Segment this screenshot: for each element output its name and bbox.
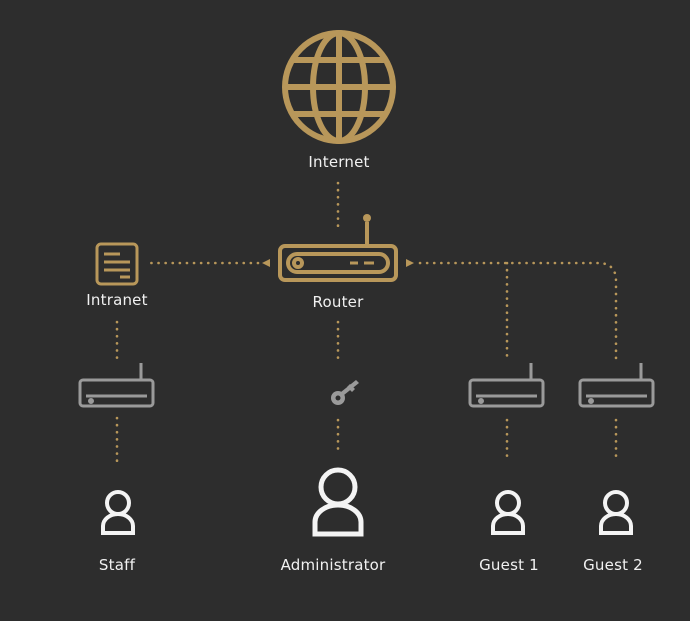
server-icon	[95, 242, 139, 286]
router-guests-link	[418, 261, 618, 362]
user-icon	[599, 490, 633, 535]
administrator-label: Administrator	[280, 556, 386, 574]
access-point-icon	[468, 363, 545, 408]
key-icon	[331, 380, 359, 405]
router-icon	[278, 214, 398, 282]
staff-label: Staff	[98, 556, 136, 574]
arrow-right-icon	[406, 259, 414, 267]
connections	[115, 181, 618, 466]
router-label: Router	[312, 293, 364, 311]
access-point-icon	[578, 363, 655, 408]
user-icon	[312, 467, 364, 537]
access-point-icon	[78, 363, 155, 408]
internet-label: Internet	[308, 153, 370, 171]
globe-icon	[282, 30, 396, 144]
guest1-label: Guest 1	[479, 556, 539, 574]
user-icon	[491, 490, 525, 535]
guest2-label: Guest 2	[583, 556, 643, 574]
user-icon	[101, 490, 135, 535]
arrow-left-icon	[262, 259, 270, 267]
intranet-label: Intranet	[86, 291, 148, 309]
